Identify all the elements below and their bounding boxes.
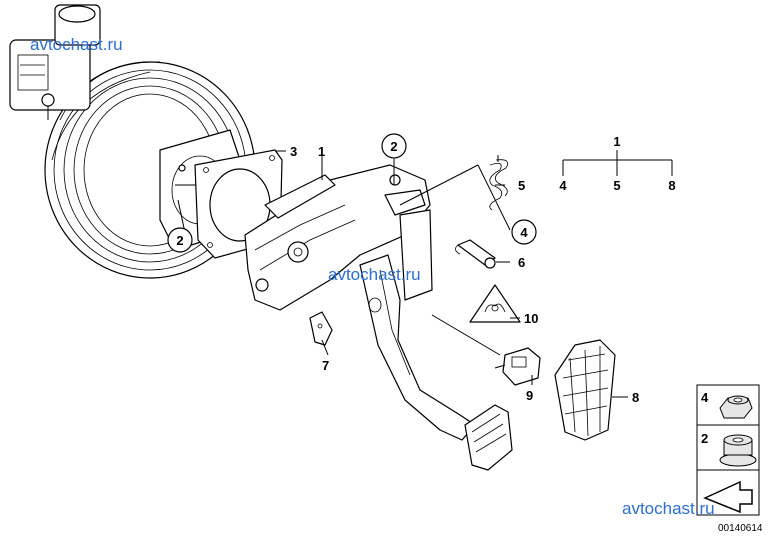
watermark-middle: avtochast.ru <box>328 265 421 284</box>
callout-labels: 3 1 2 2 5 4 6 10 7 9 8 <box>167 133 639 405</box>
brake-pedal-pad <box>464 404 513 471</box>
callout-5: 5 <box>518 178 525 193</box>
callout-1: 1 <box>318 144 325 159</box>
callout-8: 8 <box>632 390 639 405</box>
callout-2-circle <box>381 133 407 159</box>
callout-2-top: 2 <box>390 139 397 154</box>
arrow-icon <box>703 480 753 514</box>
leader-lines <box>177 150 628 398</box>
warning-label-icon <box>469 284 521 323</box>
return-spring <box>489 155 509 211</box>
master-cylinder <box>9 4 101 120</box>
assembly-tree: 1 4 5 8 <box>559 134 675 193</box>
pedal-pin <box>455 239 496 269</box>
watermark-top: avtochast.ru <box>30 35 123 54</box>
legend-item-a: 4 <box>701 390 709 405</box>
callout-4: 4 <box>520 225 528 240</box>
callout-10: 10 <box>524 311 538 326</box>
legend-item-b: 2 <box>701 431 708 446</box>
brake-light-switch <box>494 347 541 386</box>
callout-2-left: 2 <box>176 233 183 248</box>
tree-child-c: 8 <box>668 178 675 193</box>
hardware-legend: 4 2 <box>696 384 760 516</box>
callout-2-left-circle <box>167 227 193 253</box>
clip <box>309 311 333 346</box>
document-number: 00140614 <box>718 523 763 534</box>
callout-7: 7 <box>322 358 329 373</box>
callout-4-circle <box>511 219 537 245</box>
tree-child-a: 4 <box>559 178 567 193</box>
nut-icon <box>719 395 753 419</box>
watermark-bottom: avtochast.ru <box>622 499 715 518</box>
brake-pedal-arm <box>359 254 476 441</box>
callout-3: 3 <box>290 144 297 159</box>
tree-child-b: 5 <box>613 178 620 193</box>
callout-6: 6 <box>518 255 525 270</box>
callout-9: 9 <box>526 388 533 403</box>
flange-nut-icon <box>719 434 757 467</box>
pedal-pad-cover <box>554 339 616 441</box>
tree-root: 1 <box>613 134 620 149</box>
